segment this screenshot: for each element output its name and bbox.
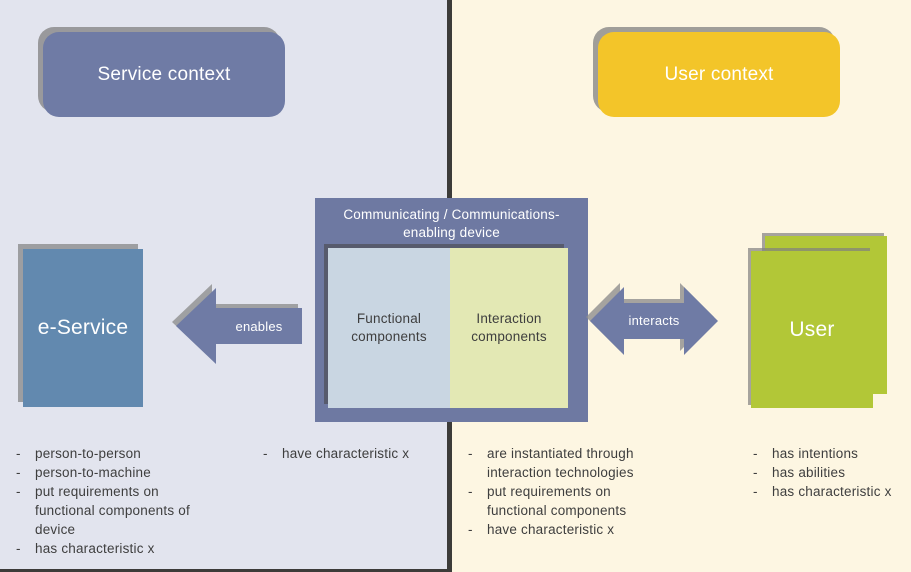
- service-context-label: Service context: [97, 63, 231, 85]
- dash-bullet: -: [753, 484, 758, 499]
- service-context-header: Service context: [43, 32, 285, 117]
- list-item: -person-to-person: [16, 444, 205, 463]
- interacts-arrow: [586, 283, 718, 355]
- device-node: Communicating / Communications- enabling…: [315, 198, 588, 422]
- list-item: -have characteristic x: [263, 444, 462, 463]
- list-item: -has intentions: [753, 444, 911, 463]
- list-item: -put requirements on functional componen…: [468, 482, 665, 520]
- service-panel-bottom-border: [0, 569, 452, 572]
- list-item: -person-to-machine: [16, 463, 205, 482]
- user-node: User: [751, 251, 873, 408]
- user-label: User: [789, 317, 835, 341]
- dash-bullet: -: [468, 446, 473, 461]
- user-context-label: User context: [664, 63, 774, 85]
- user-context-header: User context: [598, 32, 840, 117]
- list-item: -has abilities: [753, 463, 911, 482]
- list-item: -put requirements on functional componen…: [16, 482, 205, 539]
- list-item-text: put requirements on functional component…: [487, 484, 627, 518]
- list-item-text: have characteristic x: [487, 522, 615, 537]
- dash-bullet: -: [16, 541, 21, 556]
- list-item-text: have characteristic x: [282, 446, 410, 461]
- list-item-text: person-to-person: [35, 446, 142, 461]
- dash-bullet: -: [468, 484, 473, 499]
- list-item-text: has intentions: [772, 446, 859, 461]
- e-service-node: e-Service: [23, 249, 143, 407]
- functional-components-bullet-list: -have characteristic x: [263, 444, 462, 463]
- list-item: -has characteristic x: [753, 482, 911, 501]
- list-item-text: are instantiated through interaction tec…: [487, 446, 634, 480]
- enables-arrow: [172, 284, 302, 364]
- list-item-text: has characteristic x: [35, 541, 155, 556]
- dash-bullet: -: [753, 446, 758, 461]
- functional-components-node: Functional components: [328, 248, 450, 408]
- e-service-bullet-list: -person-to-person-person-to-machine-put …: [16, 444, 205, 558]
- device-title-line2: enabling device: [403, 225, 500, 240]
- list-item-text: put requirements on functional component…: [35, 484, 190, 537]
- list-item: -has characteristic x: [16, 539, 205, 558]
- list-item: -have characteristic x: [468, 520, 665, 539]
- interacts-arrow-label: interacts: [628, 313, 680, 328]
- list-item-text: person-to-machine: [35, 465, 151, 480]
- device-title-line1: Communicating / Communications-: [343, 207, 560, 222]
- dash-bullet: -: [263, 446, 268, 461]
- list-item: -are instantiated through interaction te…: [468, 444, 665, 482]
- e-service-label: e-Service: [37, 316, 129, 339]
- dash-bullet: -: [16, 446, 21, 461]
- functional-components-label: Functional components: [351, 311, 427, 344]
- enables-arrow-label: enables: [235, 319, 283, 334]
- interaction-components-label: Interaction components: [471, 311, 547, 344]
- list-item-text: has characteristic x: [772, 484, 892, 499]
- dash-bullet: -: [468, 522, 473, 537]
- dash-bullet: -: [16, 465, 21, 480]
- list-item-text: has abilities: [772, 465, 846, 480]
- user-bullet-list: -has intentions-has abilities-has charac…: [753, 444, 911, 501]
- interaction-components-bullet-list: -are instantiated through interaction te…: [468, 444, 665, 539]
- dash-bullet: -: [16, 484, 21, 499]
- device-components-box: Functional components Interaction compon…: [328, 248, 568, 408]
- dash-bullet: -: [753, 465, 758, 480]
- interaction-components-node: Interaction components: [450, 248, 568, 408]
